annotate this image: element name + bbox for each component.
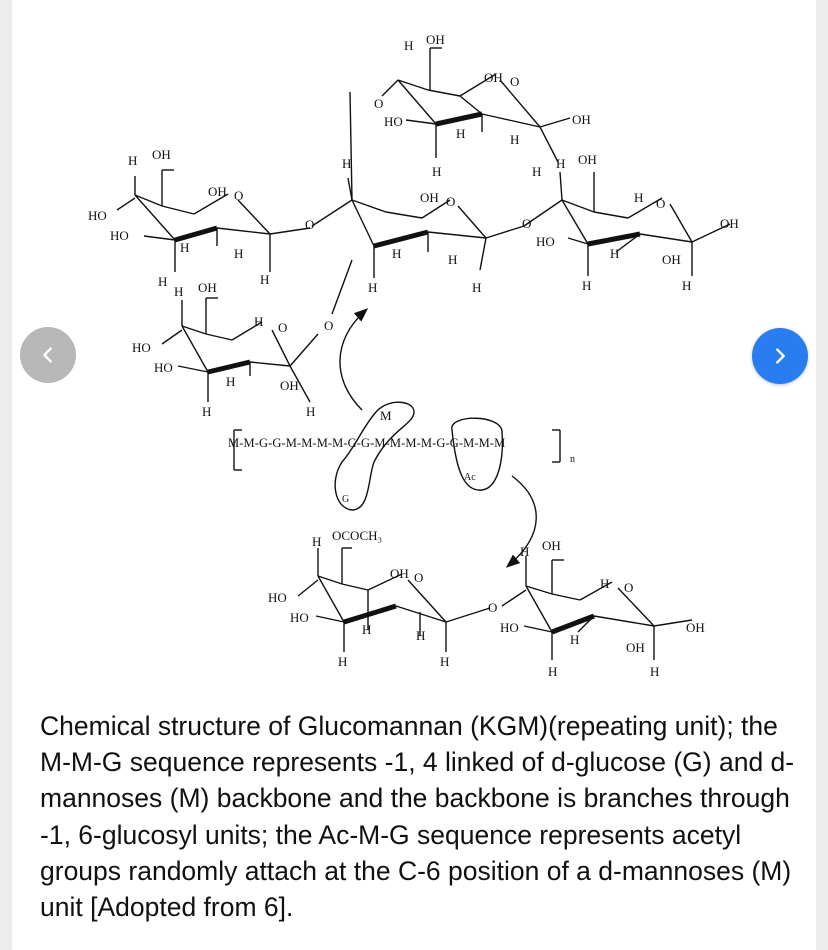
svg-text:HO: HO xyxy=(154,360,173,375)
svg-text:HO: HO xyxy=(290,610,309,625)
svg-text:H: H xyxy=(342,156,351,171)
svg-text:H: H xyxy=(532,164,541,179)
sugar-ring-left-lower xyxy=(161,297,319,403)
svg-text:H: H xyxy=(556,156,565,171)
svg-text:H: H xyxy=(416,628,425,643)
svg-text:OH: OH xyxy=(198,280,217,295)
sugar-ring-top xyxy=(381,47,571,158)
svg-text:OH: OH xyxy=(572,112,591,127)
svg-text:OH: OH xyxy=(686,620,705,635)
svg-text:H: H xyxy=(634,190,643,205)
svg-text:H: H xyxy=(174,284,183,299)
sugar-ring-right-upper xyxy=(523,126,731,276)
svg-text:O: O xyxy=(510,74,519,89)
svg-text:OH: OH xyxy=(662,252,681,267)
svg-text:H: H xyxy=(158,274,167,289)
svg-text:OH: OH xyxy=(390,566,409,581)
svg-text:H: H xyxy=(570,632,579,647)
svg-text:O: O xyxy=(522,216,531,231)
svg-text:H: H xyxy=(404,38,413,53)
acetyl-label: Ac xyxy=(464,472,476,483)
svg-text:OH: OH xyxy=(426,32,445,47)
svg-text:H: H xyxy=(306,404,315,419)
svg-text:H: H xyxy=(234,246,243,261)
svg-text:OH: OH xyxy=(626,640,645,655)
sugar-ring-bottom-right xyxy=(501,556,693,660)
svg-text:H: H xyxy=(180,240,189,255)
svg-text:H: H xyxy=(338,654,347,669)
svg-text:OH: OH xyxy=(280,378,299,393)
svg-text:H: H xyxy=(226,374,235,389)
svg-text:H: H xyxy=(202,404,211,419)
svg-text:H: H xyxy=(456,126,465,141)
sugar-ring-bottom-left xyxy=(297,547,491,652)
svg-text:H: H xyxy=(682,278,691,293)
svg-text:OH: OH xyxy=(208,184,227,199)
svg-text:O: O xyxy=(374,96,383,111)
svg-text:OH: OH xyxy=(720,216,739,231)
branch-mannose-label: M xyxy=(380,408,392,423)
branch-glucose-label: G xyxy=(342,494,349,505)
svg-text:H: H xyxy=(368,280,377,295)
svg-text:H: H xyxy=(548,664,557,679)
repeat-n-label: n xyxy=(570,454,575,465)
svg-text:O: O xyxy=(414,570,423,585)
sugar-ring-left-upper xyxy=(116,169,311,272)
svg-text:HO: HO xyxy=(384,114,403,129)
svg-text:H: H xyxy=(440,654,449,669)
svg-text:OH: OH xyxy=(542,538,561,553)
chevron-right-icon xyxy=(776,348,785,364)
svg-text:H: H xyxy=(392,246,401,261)
backbone-sequence: M-M-G-G-M-M-M-M-G-G-M-M-M-M-G-G-M-M-M xyxy=(228,436,505,450)
acetoxy-group-label: OCOCH₃ xyxy=(332,528,382,543)
svg-text:OH: OH xyxy=(152,147,171,162)
svg-text:H: H xyxy=(128,153,137,168)
chevron-left-icon xyxy=(43,347,52,363)
svg-text:H: H xyxy=(582,278,591,293)
svg-text:O: O xyxy=(324,318,333,333)
svg-text:O: O xyxy=(305,217,314,232)
svg-text:H: H xyxy=(312,534,321,549)
svg-text:H: H xyxy=(510,132,519,147)
svg-text:H: H xyxy=(600,576,609,591)
svg-text:O: O xyxy=(278,320,287,335)
svg-text:HO: HO xyxy=(268,590,287,605)
svg-text:H: H xyxy=(260,272,269,287)
svg-text:O: O xyxy=(446,194,455,209)
figure-caption: Chemical structure of Glucomannan (KGM)(… xyxy=(40,711,795,923)
glucomannan-structure-diagram: HOH OHO O HO H H OH H H HOH OHO HO HO H … xyxy=(88,32,739,679)
svg-text:H: H xyxy=(650,664,659,679)
previous-image-button[interactable] xyxy=(20,327,76,383)
svg-text:HO: HO xyxy=(536,234,555,249)
sugar-ring-center xyxy=(311,91,525,315)
svg-text:H: H xyxy=(254,314,263,329)
svg-text:OH: OH xyxy=(420,190,439,205)
svg-text:HO: HO xyxy=(132,340,151,355)
svg-text:O: O xyxy=(624,580,633,595)
svg-text:OH: OH xyxy=(578,152,597,167)
svg-text:H: H xyxy=(610,246,619,261)
svg-text:H: H xyxy=(472,280,481,295)
svg-text:O: O xyxy=(488,600,497,615)
svg-text:O: O xyxy=(656,196,665,211)
svg-text:HO: HO xyxy=(500,620,519,635)
svg-text:O: O xyxy=(234,188,243,203)
svg-text:H: H xyxy=(520,544,529,559)
next-image-button[interactable] xyxy=(752,328,808,384)
svg-text:HO: HO xyxy=(88,208,107,223)
svg-text:H: H xyxy=(432,164,441,179)
svg-text:H: H xyxy=(362,622,371,637)
svg-text:OH: OH xyxy=(484,70,503,85)
svg-text:H: H xyxy=(448,252,457,267)
svg-text:HO: HO xyxy=(110,228,129,243)
